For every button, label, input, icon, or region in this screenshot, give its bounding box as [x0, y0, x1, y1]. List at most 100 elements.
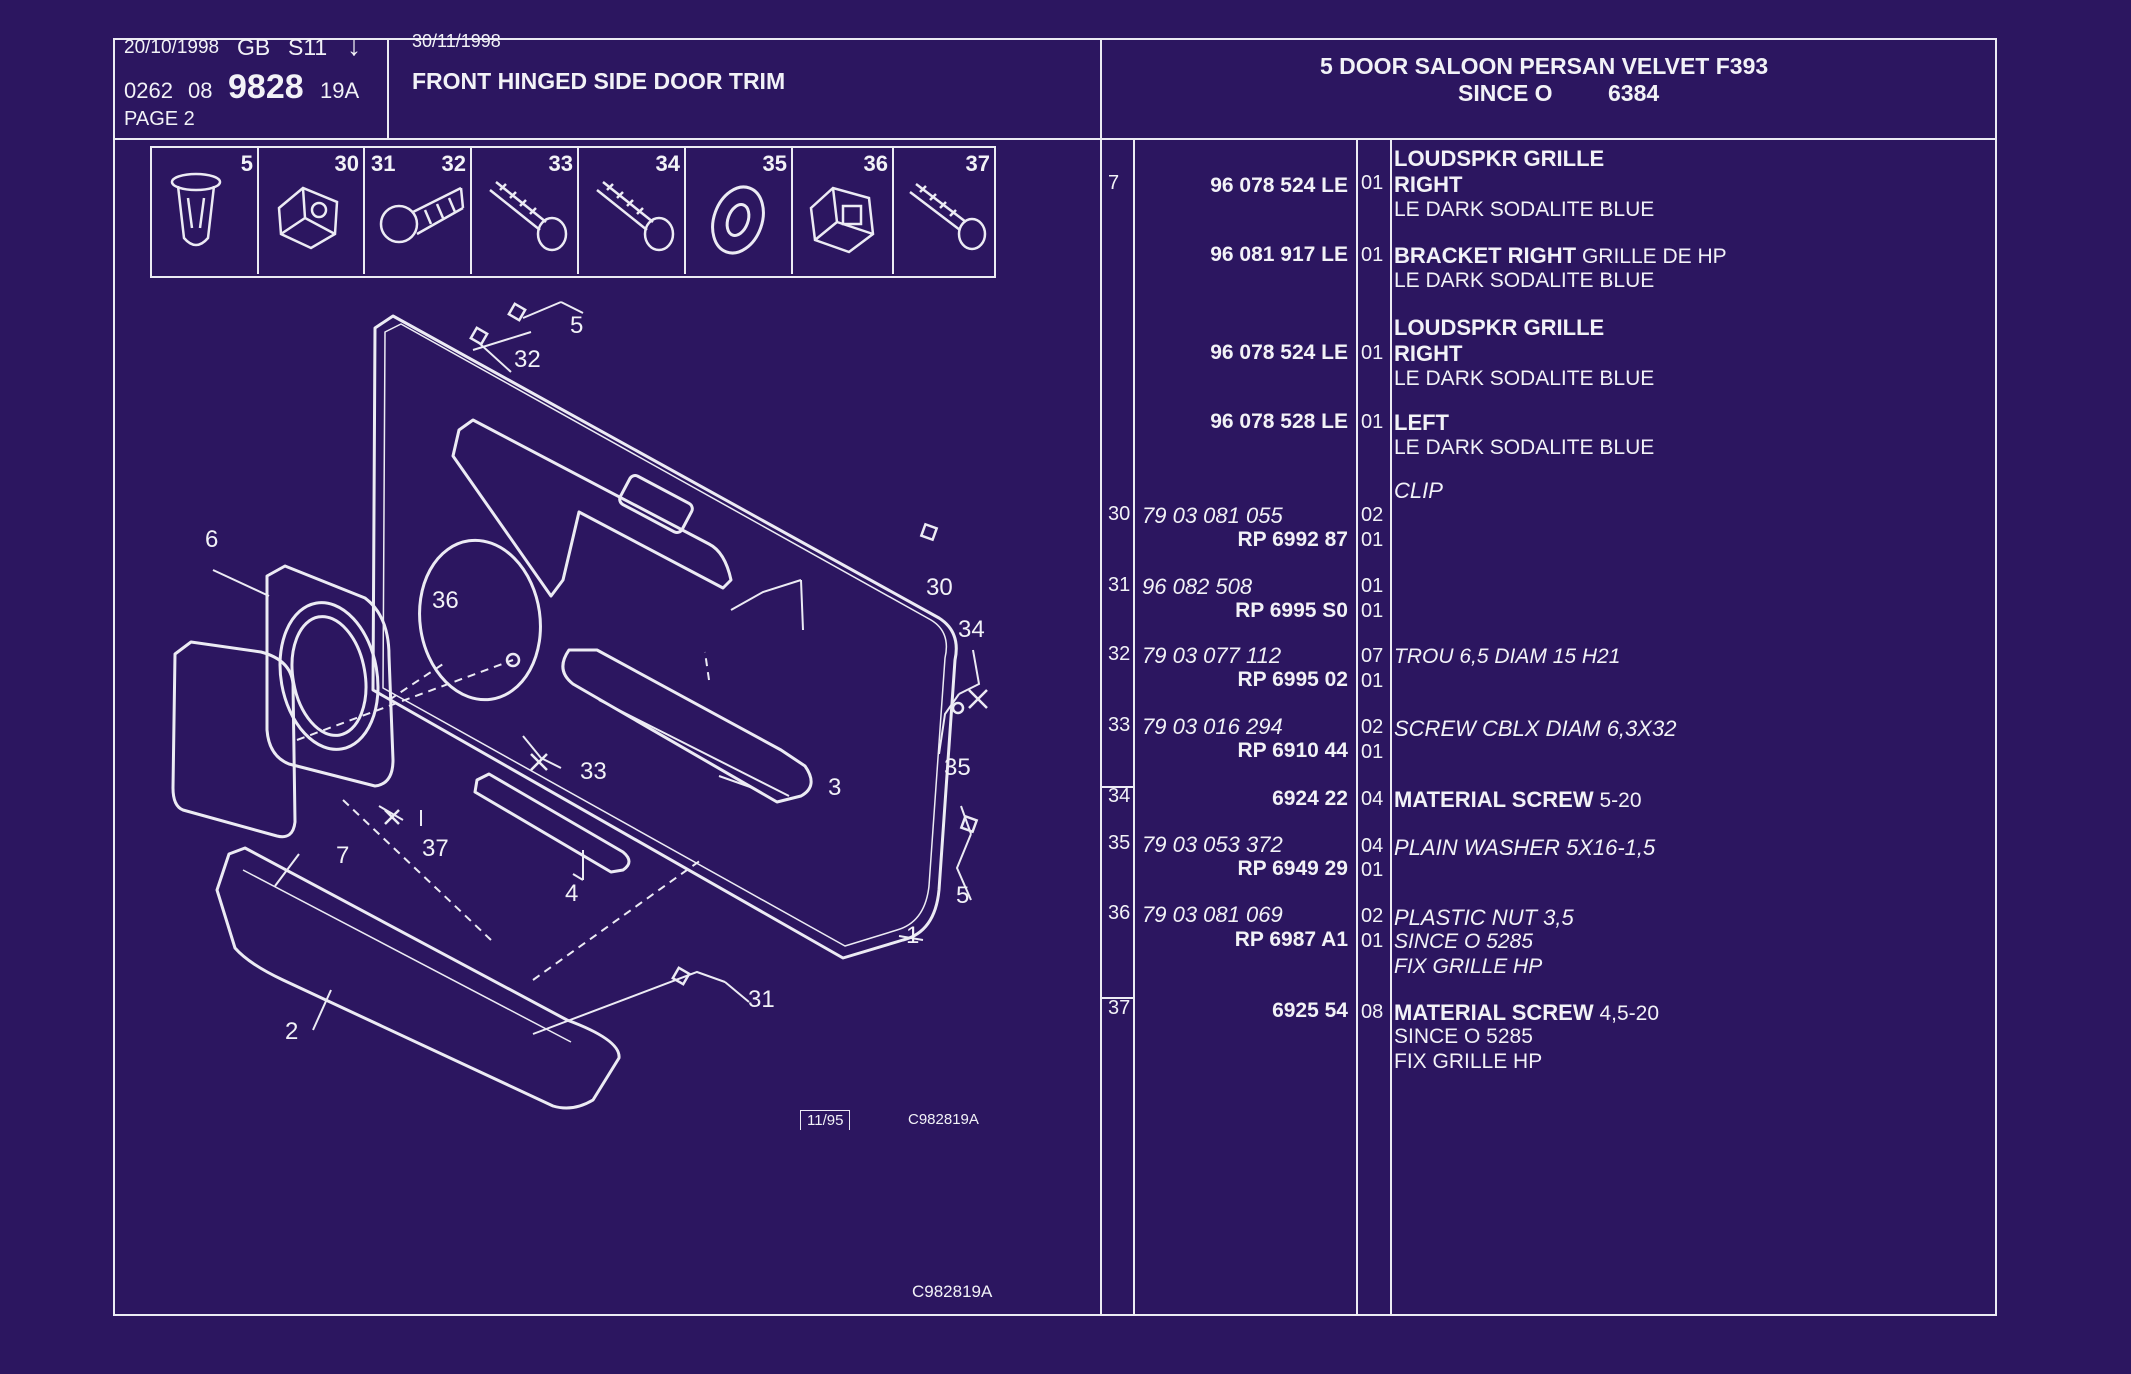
part-desc-bold: BRACKET RIGHT — [1394, 243, 1577, 268]
row-separator — [1100, 997, 1134, 999]
part-number-rp: RP 6910 44 — [1237, 739, 1348, 762]
part-number: 96 078 524 LE — [1210, 174, 1348, 197]
icon-cell-36: 36 — [793, 148, 894, 274]
diagram-label: 3 — [828, 774, 842, 801]
part-desc: TROU 6,5 DIAM 15 H21 — [1394, 645, 1621, 668]
part-qty: 04 — [1361, 835, 1384, 857]
model-line1: 5 DOOR SALOON PERSAN VELVET F393 — [1320, 53, 1769, 79]
diagram-label: 32 — [514, 346, 541, 373]
divider-header — [113, 138, 1101, 140]
part-qty: 01 — [1361, 930, 1384, 952]
icon-number: 34 — [655, 151, 680, 176]
part-number: 96 078 524 LE — [1210, 341, 1348, 364]
part-qty: 01 — [1361, 670, 1384, 692]
part-ref: 36 — [1108, 902, 1131, 924]
row-separator — [1100, 786, 1134, 788]
divider-ref-col — [1133, 138, 1135, 1316]
plastic-nut-icon — [809, 186, 875, 254]
screw-icon — [489, 181, 568, 252]
part-number: 79 03 077 112 — [1142, 643, 1282, 668]
push-rivet-icon — [379, 186, 465, 244]
screw-icon — [909, 183, 987, 251]
part-qty: 01 — [1361, 741, 1384, 763]
door-trim-diagram — [171, 301, 988, 1110]
icon-number: 33 — [548, 151, 573, 176]
part-desc: CLIP — [1394, 478, 1443, 503]
diagram-label: 6 — [205, 526, 219, 553]
part-desc: LE DARK SODALITE BLUE — [1394, 436, 1655, 459]
part-desc: LE DARK SODALITE BLUE — [1394, 198, 1655, 221]
part-number: 6925 54 — [1272, 999, 1348, 1022]
part-qty: 08 — [1361, 1001, 1384, 1023]
diagram-ref: C982819A — [908, 1111, 979, 1128]
part-number: 6924 22 — [1272, 787, 1348, 810]
header-plate: 9828 — [228, 68, 304, 106]
part-number-rp: RP 6949 29 — [1237, 857, 1348, 880]
part-desc: LOUDSPKR GRILLE — [1394, 315, 1605, 340]
part-number: 96 078 528 LE — [1210, 410, 1348, 433]
part-number: 79 03 053 372 — [1142, 832, 1283, 857]
part-ref: 37 — [1108, 997, 1131, 1019]
part-number: 79 03 016 294 — [1142, 714, 1283, 739]
part-qty: 02 — [1361, 905, 1384, 927]
diagram-label: 35 — [944, 754, 971, 781]
part-ref: 30 — [1108, 503, 1131, 525]
diagram-label: 2 — [285, 1018, 299, 1045]
part-ref: 7 — [1108, 172, 1120, 194]
diagram-label: 37 — [422, 835, 449, 862]
diagram-label: 36 — [432, 587, 459, 614]
screw-icon — [596, 181, 675, 252]
icon-cell-30: 30 — [259, 148, 365, 274]
part-qty: 01 — [1361, 859, 1384, 881]
speaker-hole — [418, 538, 542, 702]
part-qty: 02 — [1361, 716, 1384, 738]
icon-number: 37 — [965, 151, 990, 176]
part-qty: 02 — [1361, 504, 1384, 526]
divider-qty-col — [1356, 138, 1358, 1316]
diagram-label: 33 — [580, 758, 607, 785]
diagram-label: 1 — [906, 922, 920, 949]
part-desc: MATERIAL SCREW 5-20 — [1394, 787, 1642, 813]
icon-cell-31-32: 31 32 — [365, 148, 472, 274]
part-qty: 01 — [1361, 342, 1384, 364]
header-code: S11 — [288, 34, 328, 60]
icon-number: 35 — [762, 151, 787, 176]
part-ref: 34 — [1108, 785, 1131, 807]
header-page: PAGE 2 — [124, 108, 195, 130]
icon-strip — [150, 146, 996, 278]
part-desc: SCREW CBLX DIAM 6,3X32 — [1394, 716, 1677, 741]
part-desc: LOUDSPKR GRILLE — [1394, 146, 1605, 171]
part-desc-normal: 5-20 — [1599, 789, 1642, 812]
part-number-rp: RP 6992 87 — [1237, 528, 1348, 551]
icon-cell-5: 5 — [152, 148, 259, 274]
icon-number: 31 — [371, 151, 396, 176]
icon-cell-33: 33 — [472, 148, 579, 274]
divider-desc-col — [1390, 138, 1392, 1316]
part-desc: BRACKET RIGHT GRILLE DE HP — [1394, 243, 1727, 269]
part-qty: 01 — [1361, 411, 1384, 433]
part-desc: FIX GRILLE HP — [1394, 1050, 1543, 1073]
lower-pocket — [215, 846, 621, 1110]
part-qty: 01 — [1361, 600, 1384, 622]
icon-cell-37: 37 — [894, 148, 994, 274]
header-variant: 19A — [320, 78, 360, 103]
divider-header-id — [387, 38, 389, 138]
part-number: 79 03 081 069 — [1142, 902, 1283, 927]
part-desc-bold: MATERIAL SCREW — [1394, 787, 1594, 812]
icon-cell-34: 34 — [579, 148, 686, 274]
loudspeaker-grille — [171, 640, 297, 839]
armrest-recess — [451, 418, 733, 598]
part-qty: 01 — [1361, 244, 1384, 266]
model-num: 6384 — [1608, 80, 1660, 106]
part-desc: PLASTIC NUT 3,5 — [1394, 905, 1574, 930]
part-desc-normal: GRILLE DE HP — [1581, 245, 1727, 268]
part-ref: 31 — [1108, 574, 1131, 596]
part-qty: 01 — [1361, 172, 1384, 194]
diagram-label: 5 — [956, 882, 970, 909]
part-desc: SINCE O 5285 — [1394, 1025, 1533, 1048]
part-desc: LEFT — [1394, 410, 1449, 435]
pocket-bar — [473, 772, 631, 874]
divider-header-right — [1100, 138, 1997, 140]
divider-main — [1100, 38, 1102, 1316]
page-frame — [113, 38, 1997, 1316]
